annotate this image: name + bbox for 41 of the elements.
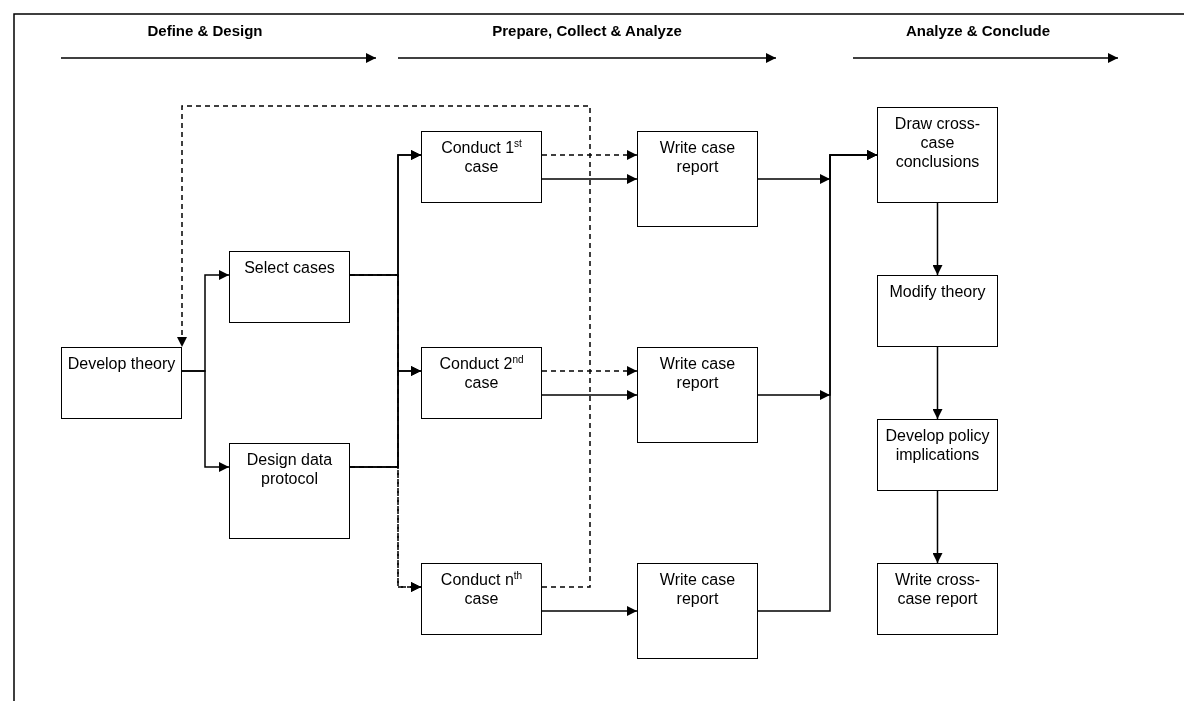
- phase-heading: Define & Design: [147, 22, 263, 39]
- step-label: Develop policy implications: [884, 426, 991, 464]
- process-box: [877, 419, 998, 491]
- process-box: [877, 275, 998, 347]
- step-label: Write case report: [658, 570, 737, 608]
- process-box: [61, 347, 182, 419]
- process-box: [421, 347, 542, 419]
- arrow: [541, 174, 638, 184]
- process-box: [637, 131, 758, 227]
- process-box: [637, 563, 758, 659]
- arrow: [181, 370, 230, 472]
- step-label: Write case report: [658, 138, 737, 176]
- phase-heading: Prepare, Collect & Analyze: [492, 22, 682, 39]
- process-box: [229, 443, 350, 539]
- process-box: [421, 131, 542, 203]
- dashed-arrow: [541, 366, 638, 376]
- arrow: [932, 346, 943, 420]
- process-box: [229, 251, 350, 323]
- arrow: [932, 490, 943, 564]
- process-box: [877, 563, 998, 635]
- arrow: [349, 366, 422, 468]
- phase-heading: Analyze & Conclude: [905, 22, 1051, 39]
- arrow: [932, 202, 943, 276]
- process-box: [877, 107, 998, 203]
- step-label: Conduct 1$^{st}$ case: [440, 137, 523, 176]
- step-label: Draw cross-case conclusions: [893, 114, 982, 171]
- step-label: Write cross-case report: [893, 570, 981, 608]
- process-box: [421, 563, 542, 635]
- arrow: [757, 150, 878, 612]
- step-label: Design data protocol: [245, 450, 334, 488]
- process-box: [637, 347, 758, 443]
- step-label: Conduct 2$^{nd}$ case: [438, 353, 525, 392]
- step-label: Develop theory: [66, 354, 177, 373]
- step-label: Write case report: [658, 354, 737, 392]
- step-label: Modify theory: [888, 282, 987, 301]
- arrow: [541, 390, 638, 400]
- arrow: [541, 606, 638, 616]
- step-label: Select cases: [243, 258, 336, 277]
- step-label: Conduct n$^{th}$ case: [439, 569, 524, 608]
- dashed-arrow: [541, 150, 638, 160]
- dashed-arrow: [177, 105, 591, 588]
